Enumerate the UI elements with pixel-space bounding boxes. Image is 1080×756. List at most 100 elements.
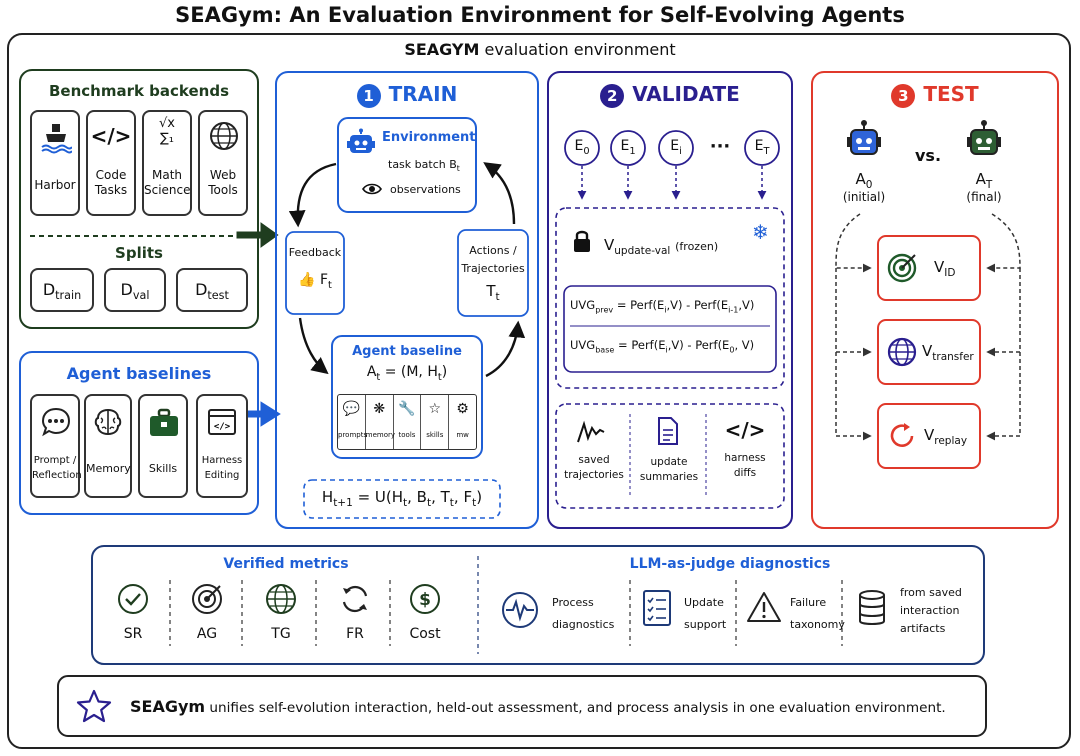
update-rule: Ht+1 = U(Ht, Bt, Tt, Ft) bbox=[321, 488, 483, 509]
math-icon: √x∑₁ bbox=[159, 116, 175, 146]
check-circle-icon bbox=[118, 584, 148, 614]
feedback-label: Feedback bbox=[288, 246, 342, 259]
env-ellipsis: ··· bbox=[709, 136, 731, 157]
environment-label: Environment bbox=[382, 130, 476, 145]
component-label: memory bbox=[365, 431, 396, 439]
diag-label: support bbox=[684, 618, 727, 631]
robot-icon bbox=[967, 120, 1001, 155]
split-val: Dval bbox=[104, 268, 166, 312]
v-transfer-box bbox=[877, 319, 981, 385]
environment-frame bbox=[7, 33, 1071, 749]
env-label-i: Ei bbox=[670, 138, 682, 157]
uvg-prev-formula: UVGprev = Perf(Ei,V) - Perf(Ei-1,V) bbox=[570, 298, 755, 315]
feedback-symbol: 👍 Ft bbox=[298, 272, 332, 291]
a0-note: (initial) bbox=[842, 190, 886, 204]
thumbs-up-icon: 👍 bbox=[298, 272, 316, 288]
svg-text:</>: </> bbox=[214, 422, 231, 432]
benchmark-backends-title: Benchmark backends bbox=[48, 82, 230, 100]
agent-baselines-title: Agent baselines bbox=[66, 364, 212, 383]
splits-title: Splits bbox=[115, 244, 163, 262]
agent-label: Skills bbox=[148, 462, 178, 475]
wrench-icon: 🔧 bbox=[398, 401, 416, 417]
agent-label: Harness bbox=[201, 455, 243, 466]
validate-number-badge: 2 bbox=[600, 83, 625, 108]
v-replay-box bbox=[877, 403, 981, 469]
footer-box bbox=[57, 675, 987, 737]
code-icon: </> bbox=[90, 124, 132, 148]
globe-icon bbox=[887, 337, 917, 367]
a0-to-vreplay-path bbox=[835, 268, 872, 441]
diag-label: taxonomy bbox=[790, 618, 845, 631]
verified-metrics-title: Verified metrics bbox=[223, 556, 349, 572]
robot-icon bbox=[347, 128, 375, 153]
env-label-0: E0 bbox=[574, 138, 590, 157]
benchmark-label: Web bbox=[209, 168, 237, 182]
saved-artifacts-label: from saved bbox=[900, 586, 962, 599]
robot-icon bbox=[847, 120, 881, 155]
component-prompts: 💬 prompts bbox=[338, 395, 367, 449]
split-val-label: Dval bbox=[120, 280, 150, 303]
test-number-badge: 3 bbox=[891, 83, 916, 108]
split-test: Dtest bbox=[176, 268, 248, 312]
component-label: tools bbox=[398, 431, 416, 439]
document-icon bbox=[658, 417, 678, 445]
agent-tile-harness: </> Harness Editing bbox=[196, 394, 248, 498]
benchmark-label: Code bbox=[95, 168, 127, 182]
env-label-t: ET bbox=[754, 138, 770, 157]
component-label: mw bbox=[456, 431, 469, 439]
benchmark-label: Tasks bbox=[94, 183, 128, 197]
agent-label: Editing bbox=[204, 470, 240, 481]
benchmark-label: Science bbox=[144, 183, 191, 197]
agent-label: Reflection bbox=[32, 470, 82, 481]
metric-sr-label: SR bbox=[123, 626, 143, 642]
diag-label: Update bbox=[684, 596, 724, 609]
at-note: (final) bbox=[966, 190, 1002, 204]
actions-symbol: Tt bbox=[486, 282, 500, 303]
artifact-label: diffs bbox=[733, 467, 757, 479]
trajectory-icon bbox=[577, 420, 605, 443]
split-train: Dtrain bbox=[30, 268, 94, 312]
env-circle-t bbox=[744, 130, 780, 166]
artifact-label: update bbox=[650, 456, 688, 468]
brain-icon: ❋ bbox=[373, 401, 386, 417]
component-memory: ❋ memory bbox=[365, 395, 396, 449]
warning-icon bbox=[747, 592, 781, 622]
agent-baseline-box bbox=[331, 335, 483, 459]
snowflake-icon: ❄ bbox=[752, 220, 769, 244]
target-icon bbox=[192, 584, 222, 614]
benchmark-to-train-arrow bbox=[236, 222, 279, 248]
a0-label: A0 bbox=[855, 170, 873, 191]
brain-icon bbox=[94, 408, 122, 436]
code-window-icon: </> bbox=[208, 409, 236, 435]
artifact-label: saved bbox=[578, 454, 610, 466]
component-tools: 🔧 tools bbox=[394, 395, 422, 449]
actions-box bbox=[457, 229, 529, 317]
v-transfer-label: Vtransfer bbox=[922, 342, 974, 363]
checklist-icon bbox=[643, 590, 671, 626]
globe-icon bbox=[266, 584, 296, 614]
at-label: AT bbox=[975, 170, 993, 191]
benchmark-tile-harbor: Harbor bbox=[30, 110, 80, 216]
actions-label-1: Actions / bbox=[469, 244, 517, 257]
benchmark-label: Tools bbox=[208, 183, 238, 197]
environment-title: SEAGYM evaluation environment bbox=[404, 40, 676, 59]
agent-baseline-label: Agent baseline bbox=[352, 344, 462, 359]
test-panel bbox=[811, 71, 1059, 529]
metric-tg-label: TG bbox=[271, 626, 291, 642]
benchmark-tile-web: Web Tools bbox=[198, 110, 248, 216]
star-icon: ☆ bbox=[428, 401, 442, 417]
artifacts-box bbox=[555, 403, 785, 509]
artifact-label: harness bbox=[724, 452, 766, 464]
benchmark-label: Math bbox=[151, 168, 183, 182]
agent-to-actions-arrow bbox=[485, 320, 526, 378]
eye-icon bbox=[362, 183, 382, 195]
agent-baselines-panel bbox=[19, 351, 259, 515]
feedback-to-agent-arrow bbox=[298, 317, 329, 375]
component-label: skills bbox=[426, 431, 444, 439]
refresh-icon bbox=[342, 585, 368, 613]
footer-statement: SEAGym unifies self-evolution interactio… bbox=[130, 697, 946, 716]
train-panel bbox=[275, 71, 539, 529]
lock-icon bbox=[574, 230, 590, 252]
v-id-box bbox=[877, 235, 981, 301]
